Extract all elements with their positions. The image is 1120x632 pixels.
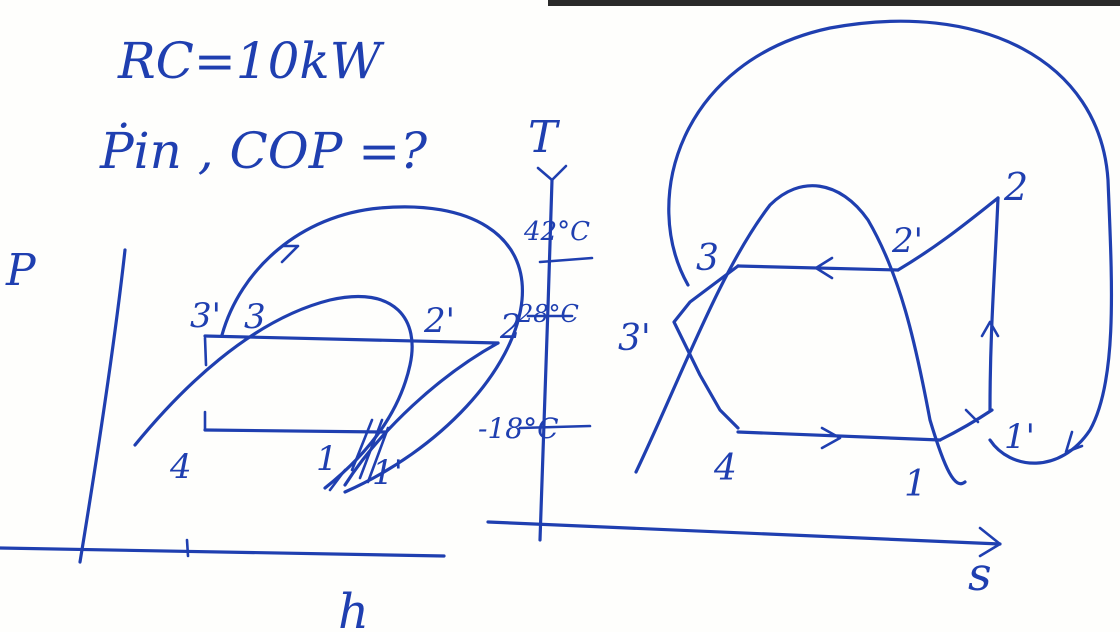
ph-y-axis — [80, 250, 125, 562]
ph-label-4: 4 — [169, 447, 192, 487]
given-pin-cop: Ṗin , COP =? — [99, 121, 428, 180]
ts-arrow-up — [982, 322, 998, 336]
ts-temp-18: -18°C — [478, 412, 559, 445]
ts-superheat-line — [940, 410, 992, 440]
ph-subcool-tick — [205, 338, 206, 365]
ph-compression-line — [345, 343, 498, 485]
ts-label-3prime: 3' — [618, 318, 651, 359]
ts-x-label: s — [968, 547, 992, 601]
given-rc: RC=10kW — [117, 32, 385, 90]
ts-outer-loop — [669, 21, 1112, 463]
ph-evaporator-line — [205, 430, 385, 432]
ph-label-3: 3 — [244, 297, 266, 337]
ph-h-tick — [187, 540, 188, 556]
ts-temp-42: 42°C — [523, 217, 590, 247]
ts-x-axis — [488, 522, 1000, 544]
ts-label-1: 1 — [904, 464, 927, 505]
ts-label-2: 2 — [1003, 165, 1028, 209]
ts-y-arrow — [538, 166, 566, 180]
ts-label-2prime: 2' — [891, 221, 923, 261]
ts-arrow-right — [822, 428, 840, 448]
ts-temp-28: 28°C — [517, 300, 579, 328]
ph-loop-arrow — [282, 246, 298, 262]
ts-label-4: 4 — [713, 448, 737, 489]
ts-subcool-expansion — [674, 266, 738, 428]
ph-label-2prime: 2' — [423, 301, 455, 341]
ts-y-label: T — [528, 112, 561, 163]
ts-point-1prime-mark — [966, 410, 978, 422]
ts-label-1prime: 1' — [1004, 417, 1035, 457]
ph-x-axis — [0, 548, 444, 556]
ph-x-label: h — [338, 584, 369, 632]
ph-label-1prime: 1' — [372, 453, 403, 493]
ts-label-3: 3 — [696, 238, 719, 279]
ph-label-1: 1 — [316, 439, 338, 479]
ts-compression-line — [990, 198, 998, 410]
ph-y-label: P — [5, 245, 37, 296]
ph-diagram: P h 3' 3 2' 2 4 1 1' — [0, 207, 522, 632]
ph-label-3prime: 3' — [190, 296, 221, 336]
ts-tick-42 — [540, 258, 592, 262]
ts-diagram: T s 42°C 28°C -18°C — [478, 21, 1111, 601]
